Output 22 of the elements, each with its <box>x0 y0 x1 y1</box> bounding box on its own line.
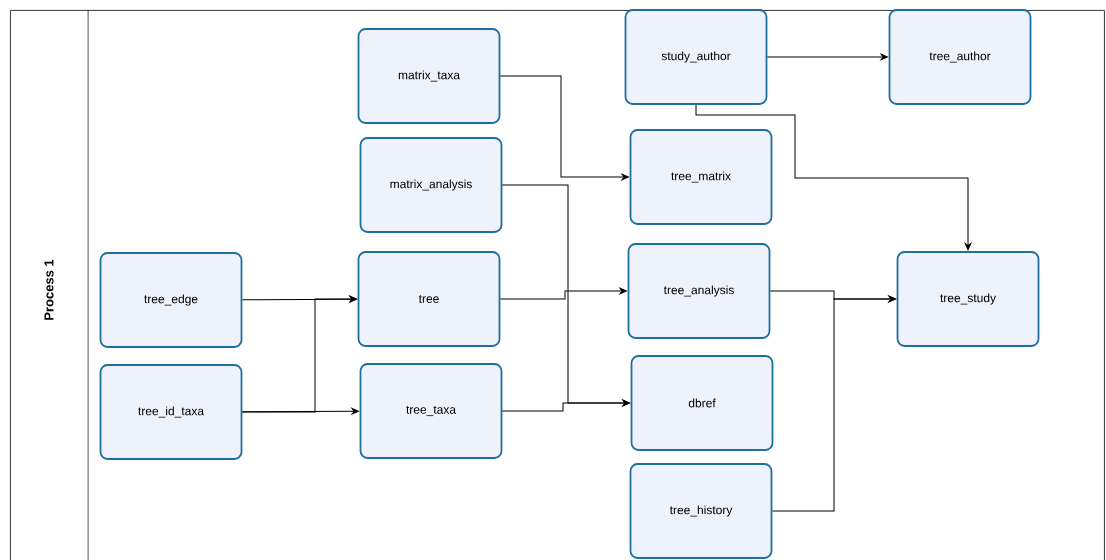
arrow <box>501 399 630 412</box>
table-box: tree_author <box>888 9 1032 105</box>
arrow <box>499 75 629 181</box>
table-box: tree_taxa <box>359 363 503 459</box>
arrow <box>771 295 896 512</box>
table-box: tree_study <box>896 251 1040 347</box>
lane-title: Process 1 <box>44 259 54 320</box>
arrow <box>766 53 888 61</box>
table-box: tree_id_taxa <box>99 364 243 460</box>
table-box: dbref <box>630 355 774 451</box>
arrow <box>695 104 972 251</box>
table-box: tree_matrix <box>629 129 773 225</box>
arrow <box>241 295 357 413</box>
table-box: tree <box>357 251 501 347</box>
arrow <box>241 408 359 415</box>
table-box: matrix_analysis <box>359 137 503 233</box>
table-box: tree_analysis <box>627 243 771 339</box>
table-box: tree_edge <box>99 252 243 348</box>
table-box: tree_history <box>629 463 773 559</box>
arrow <box>499 287 627 300</box>
table-box: study_author <box>624 9 768 105</box>
table-box: matrix_taxa <box>357 28 501 124</box>
